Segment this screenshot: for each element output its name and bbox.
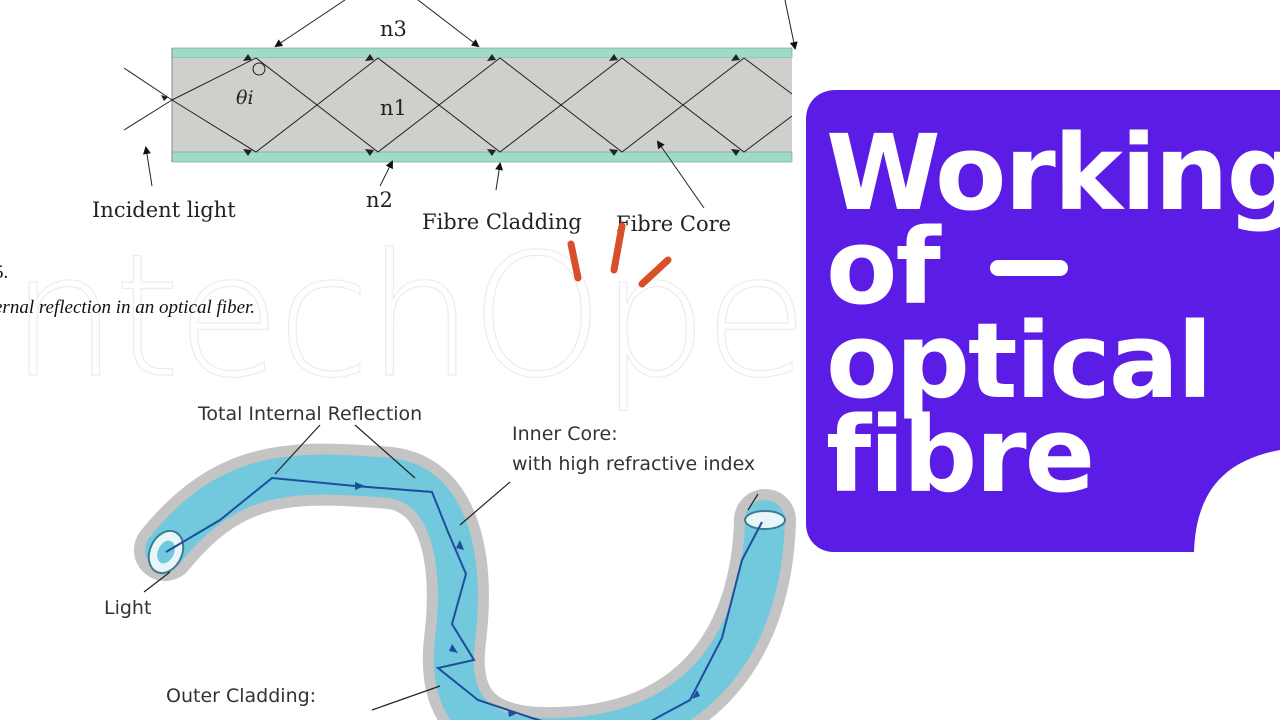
title-line-1: Working	[826, 112, 1280, 234]
leader-light	[143, 571, 171, 593]
ray-path-b	[171, 57, 793, 153]
title-card-shape	[806, 90, 1280, 552]
leader-inner-core	[459, 481, 511, 526]
label-n1: n1	[380, 96, 407, 120]
emphasis-marks	[567, 222, 672, 288]
label-inner-core-detail: with high refractive index	[512, 453, 755, 475]
title-text: Working of optical fibre	[826, 112, 1280, 516]
title-dash	[990, 260, 1068, 276]
label-fibre-core: Fibre Core	[616, 212, 731, 236]
leader-right-end	[747, 493, 759, 511]
figure-number: 5.	[0, 262, 9, 283]
label-theta: θi	[236, 87, 254, 109]
fibre-end-right	[744, 510, 786, 530]
straight-fibre: n3 θi n1 n2 Incident light Fibre Claddin…	[92, 0, 798, 236]
leader-tir-right	[354, 424, 416, 479]
leader-outer-cladding	[371, 685, 441, 711]
cladding-bottom	[171, 151, 793, 163]
title-line-3: optical	[826, 300, 1213, 422]
fibre-core-band	[172, 58, 792, 152]
label-outer-cladding: Outer Cladding:	[166, 685, 316, 707]
title-line-4: fibre	[826, 394, 1095, 516]
cladding-top	[171, 47, 793, 59]
ray-path-a	[171, 57, 793, 153]
label-n2: n2	[366, 188, 393, 212]
curved-fibre: Total Internal Reflection Inner Core: wi…	[104, 403, 796, 720]
angle-marker	[252, 62, 266, 76]
label-incident-light: Incident light	[92, 198, 236, 222]
label-light: Light	[104, 597, 151, 619]
title-line-2: of	[826, 206, 941, 328]
label-total-internal-reflection: Total Internal Reflection	[197, 403, 422, 425]
figure-caption: ernal reflection in an optical fiber.	[0, 297, 256, 318]
leader-tir-left	[274, 424, 321, 475]
label-fibre-cladding: Fibre Cladding	[422, 210, 582, 234]
label-n3: n3	[380, 17, 407, 41]
label-inner-core: Inner Core:	[512, 423, 618, 445]
light-ray-path	[165, 476, 763, 720]
title-card: Working of optical fibre	[806, 90, 1280, 552]
